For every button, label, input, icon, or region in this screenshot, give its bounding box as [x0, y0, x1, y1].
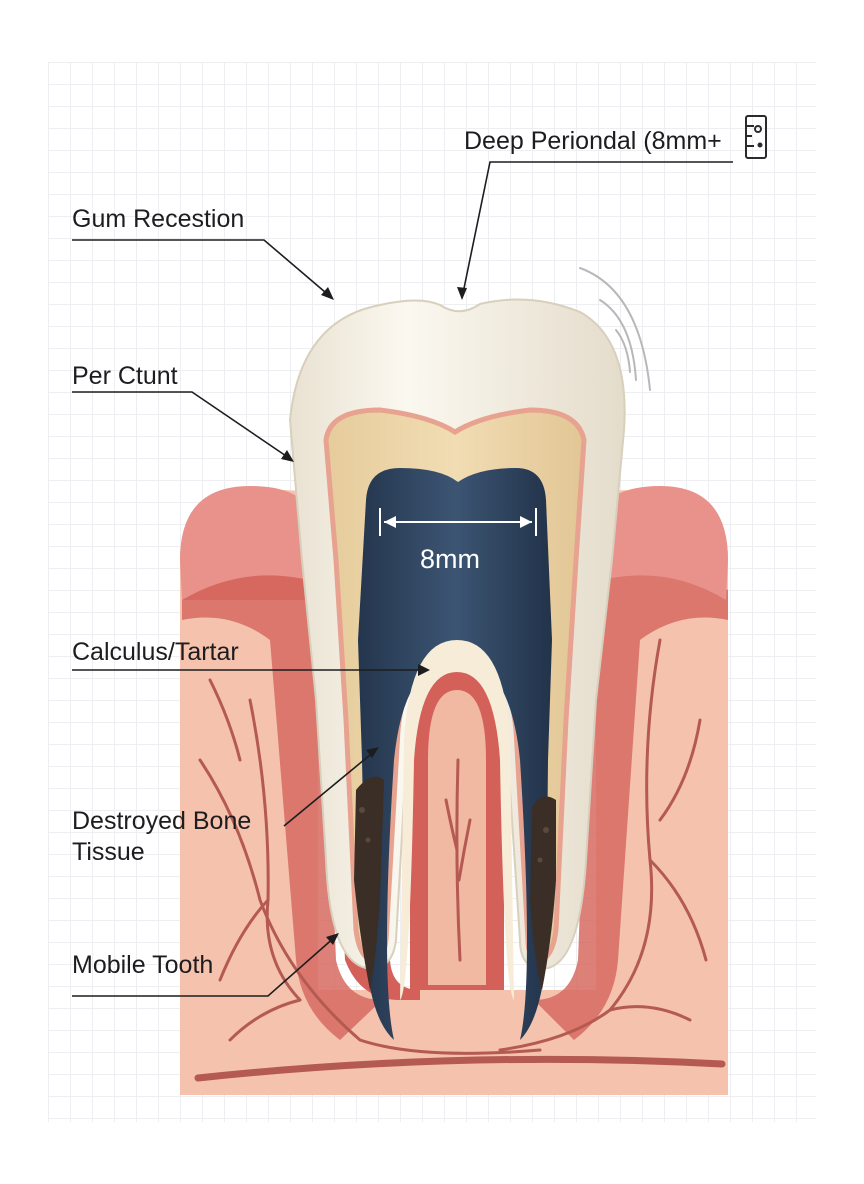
label-mobile-tooth: Mobile Tooth [72, 950, 213, 981]
ruler-icon [746, 116, 766, 158]
measurement-value: 8mm [420, 544, 480, 575]
label-destroyed-bone: Destroyed Bone Tissue [72, 806, 302, 868]
label-deep-periodontal: Deep Periondal (8mm+ [464, 126, 722, 157]
label-gum-recession: Gum Recestion [72, 204, 244, 235]
label-per-ctunt: Per Ctunt [72, 361, 178, 392]
label-calculus: Calculus/Tartar [72, 637, 239, 668]
